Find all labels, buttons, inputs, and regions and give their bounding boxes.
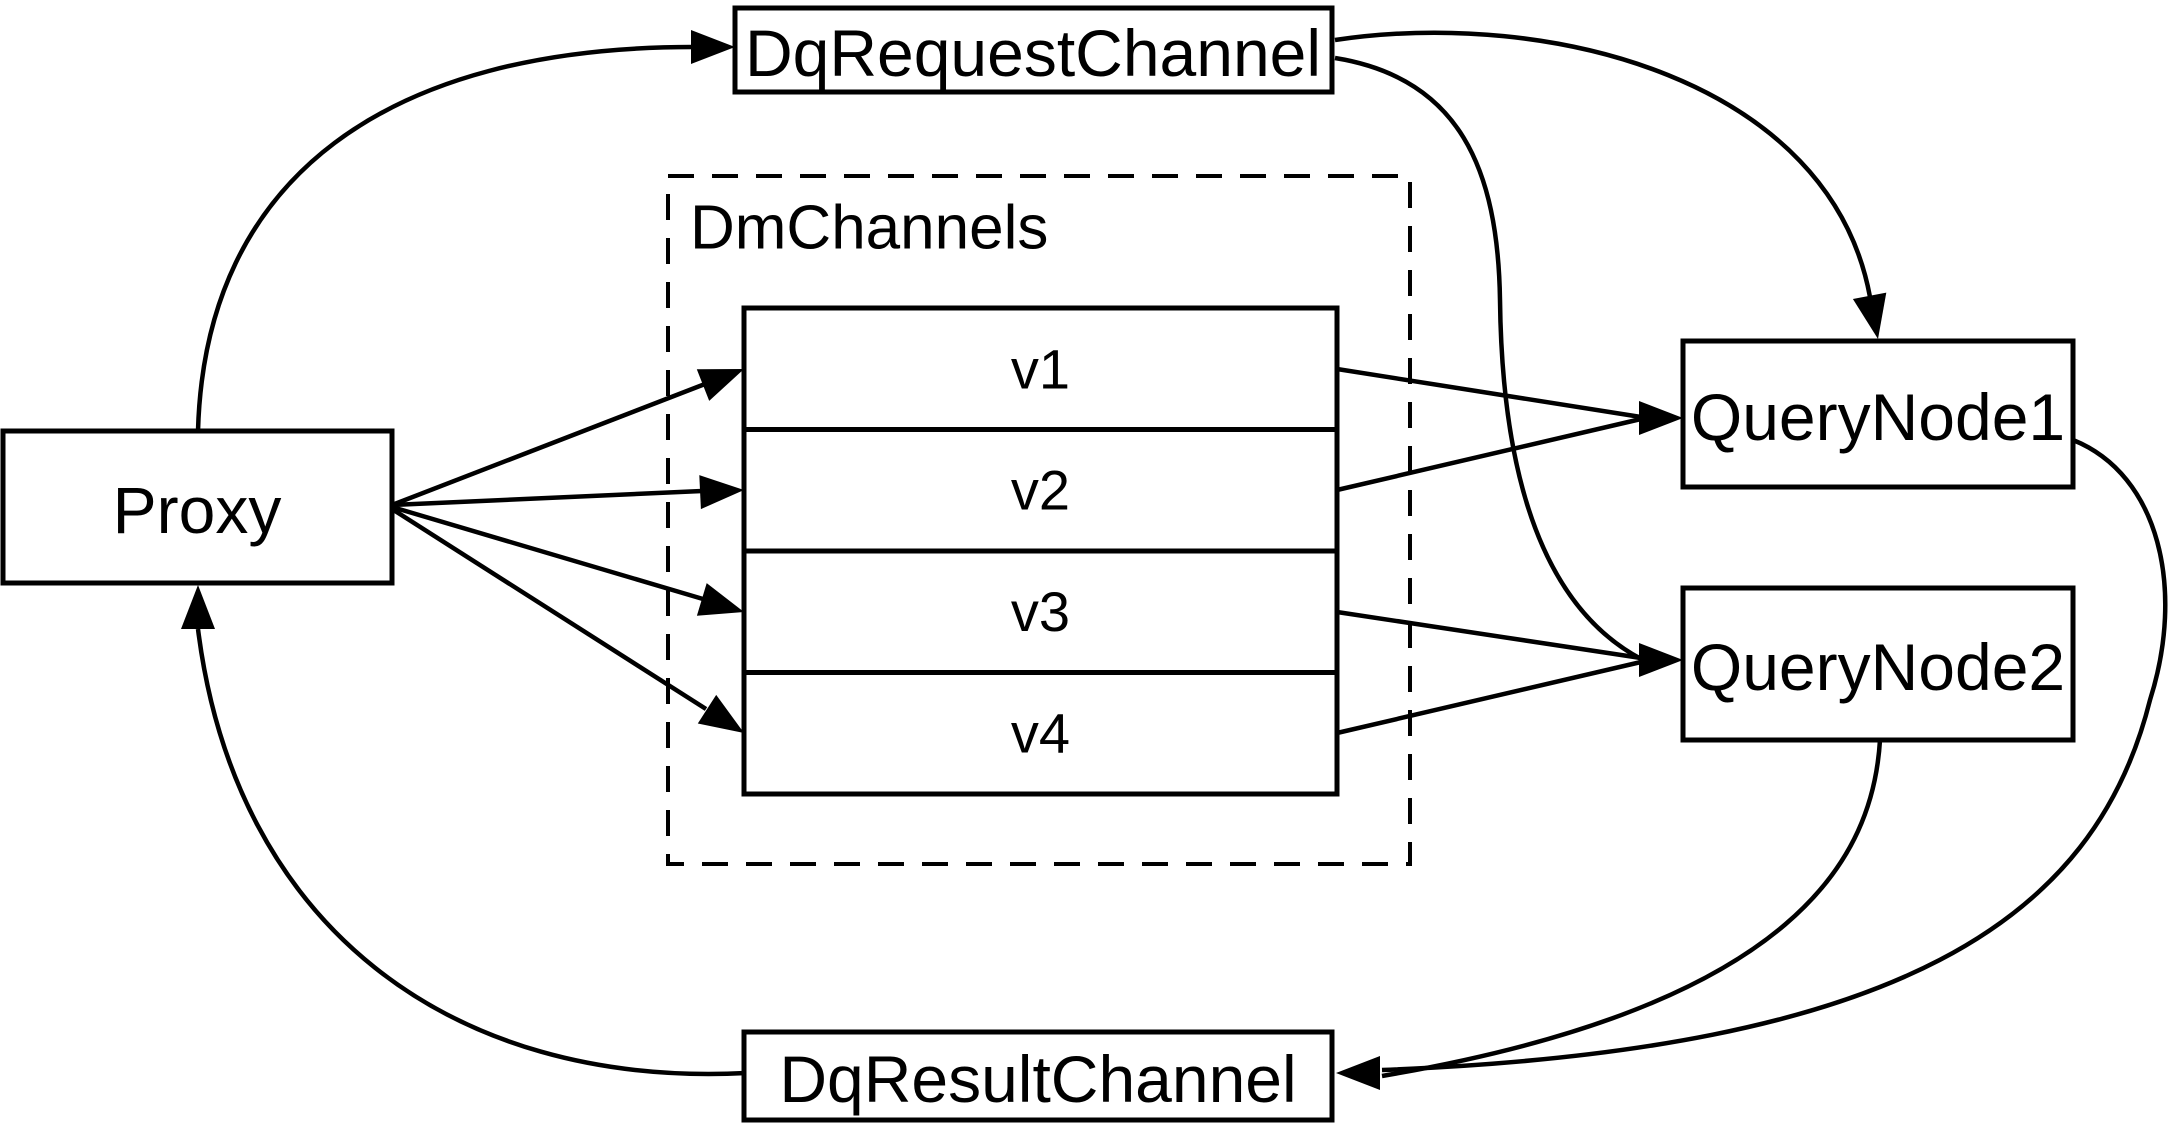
edge-proxy-to-dq-request-channel — [195, 44, 694, 432]
edge-dq-result-channel-to-proxy — [195, 628, 747, 1077]
channel-stack: v1 v2 v3 v4 — [741, 305, 1340, 797]
arrowhead-v4-left — [697, 694, 744, 733]
channel-row-v2-label: v2 — [1011, 459, 1070, 522]
arrowhead-query-node-1-top — [1852, 292, 1887, 339]
proxy-label: Proxy — [113, 473, 282, 547]
edge-v1-to-query-node-1 — [1336, 366, 1642, 420]
dq-result-channel-node: DqResultChannel — [741, 1029, 1335, 1123]
query-node-1: QueryNode1 — [1680, 338, 2076, 490]
arrowhead-query-node-1-left — [1639, 401, 1683, 435]
channel-row-v1-label: v1 — [1011, 338, 1070, 401]
query-node-1-label: QueryNode1 — [1691, 380, 2065, 454]
edge-proxy-to-v1 — [391, 381, 706, 508]
edge-v3-to-query-node-2 — [1336, 609, 1642, 661]
proxy-box — [0, 428, 395, 586]
dq-request-channel-label: DqRequestChannel — [745, 16, 1321, 90]
dm-channels-group: DmChannels v1 v2 v3 v4 — [666, 174, 1412, 866]
dq-request-channel-node: DqRequestChannel — [732, 5, 1335, 95]
arrowhead-dq-request-channel-left — [691, 30, 735, 64]
query-node-2: QueryNode2 — [1680, 585, 2076, 743]
arrowhead-query-node-2-left — [1639, 643, 1683, 677]
channel-row-v4-label: v4 — [1011, 702, 1070, 765]
proxy-node: Proxy — [0, 428, 395, 586]
dq-result-channel-box — [741, 1029, 1335, 1123]
dq-request-channel-box — [732, 5, 1335, 95]
edge-dq-request-channel-to-query-node-1 — [1334, 30, 1873, 298]
edge-dq-request-channel-to-query-node-2 — [1334, 55, 1643, 661]
arrowhead-dq-result-channel-right — [1336, 1056, 1380, 1090]
arrowhead-v2-left — [699, 475, 744, 510]
edge-proxy-to-v4 — [390, 507, 708, 711]
channel-row-v3-label: v3 — [1011, 580, 1070, 643]
query-node-2-box — [1680, 585, 2076, 743]
arrowhead-v1-left — [696, 369, 744, 401]
edge-query-node-2-to-dq-result-channel — [1381, 739, 1883, 1079]
arrowhead-v3-left — [696, 583, 744, 616]
arrowhead-proxy-bottom — [181, 585, 215, 629]
dm-channels-dashed-box — [666, 174, 1412, 866]
edge-proxy-to-v3 — [391, 504, 704, 602]
edge-query-node-1-to-dq-result-channel — [1381, 437, 2168, 1073]
edge-v2-to-query-node-1 — [1336, 416, 1642, 493]
dq-result-channel-label: DqResultChannel — [779, 1042, 1296, 1116]
query-node-1-box — [1680, 338, 2076, 490]
edge-v4-to-query-node-2 — [1336, 659, 1642, 736]
dm-channels-label: DmChannels — [690, 194, 1048, 263]
query-node-2-label: QueryNode2 — [1691, 630, 2065, 704]
edge-proxy-to-v2 — [391, 488, 703, 508]
